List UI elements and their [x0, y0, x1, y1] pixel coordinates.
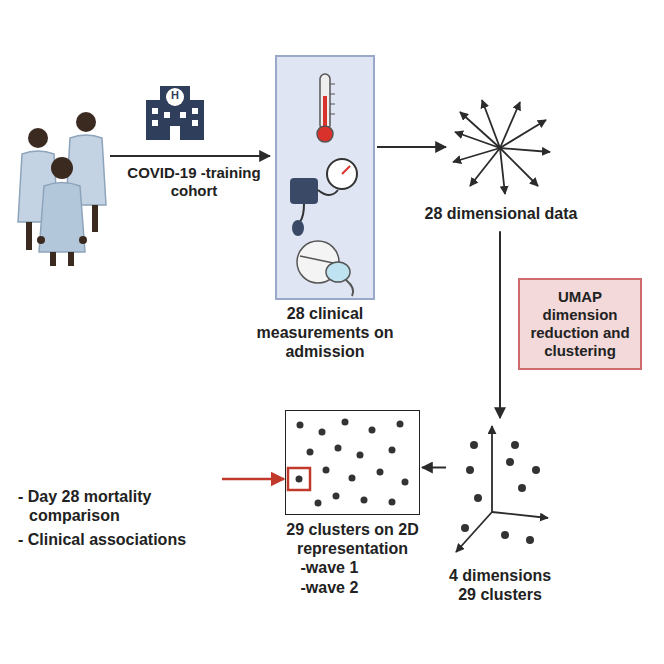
- node-label: 4 dimensions 29 clusters: [440, 566, 560, 604]
- cluster-scatter: 4 dimensions 29 clusters: [448, 420, 552, 560]
- node-label: UMAP dimension reduction and clustering: [526, 288, 634, 360]
- node-subtext: -wave 1: [301, 558, 443, 577]
- box-fill: [275, 55, 375, 300]
- hospital-letter: H: [165, 90, 185, 101]
- cohort-arrow: [110, 155, 270, 157]
- outcome-item: - Day 28 mortality comparison: [18, 487, 218, 525]
- node-subtext: -wave 2: [301, 578, 443, 597]
- caption-holder: 28 clinical measurements on admission: [255, 304, 395, 362]
- hospital-icon: [146, 86, 204, 140]
- node-label: 29 clusters on 2D representation: [263, 520, 443, 558]
- caption-holder: 28 dimensional data: [396, 204, 606, 223]
- thermometer-icon: [317, 74, 335, 142]
- flow-arrow: [499, 231, 501, 418]
- node-label: 28 clinical measurements on admission: [255, 304, 395, 362]
- outcome-item: - Clinical associations: [18, 530, 218, 549]
- scatter-3d: [456, 426, 548, 552]
- oxygen-mask-icon: [297, 241, 353, 296]
- method-box: UMAP dimension reduction and clustering: [518, 278, 642, 370]
- cohort-label: COVID-19 -training cohort: [124, 164, 264, 200]
- flow-arrow: [422, 467, 446, 469]
- caption-holder: 29 clusters on 2D representation-wave 1-…: [263, 520, 443, 597]
- pointer-arrow: [222, 478, 284, 481]
- node-label: 28 dimensional data: [396, 204, 606, 223]
- caption-holder: 4 dimensions 29 clusters: [440, 566, 560, 604]
- projection-box: 29 clusters on 2D representation-wave 1-…: [285, 410, 420, 515]
- dimension-star: [453, 100, 550, 194]
- patients-figure: [18, 112, 106, 266]
- data-star: 28 dimensional data: [448, 96, 554, 198]
- blood-pressure-icon: [290, 159, 357, 236]
- flow-arrow: [377, 146, 446, 148]
- measurement-box: 28 clinical measurements on admission: [275, 55, 375, 300]
- cluster-dots: [296, 419, 409, 507]
- highlight-square: [288, 468, 310, 490]
